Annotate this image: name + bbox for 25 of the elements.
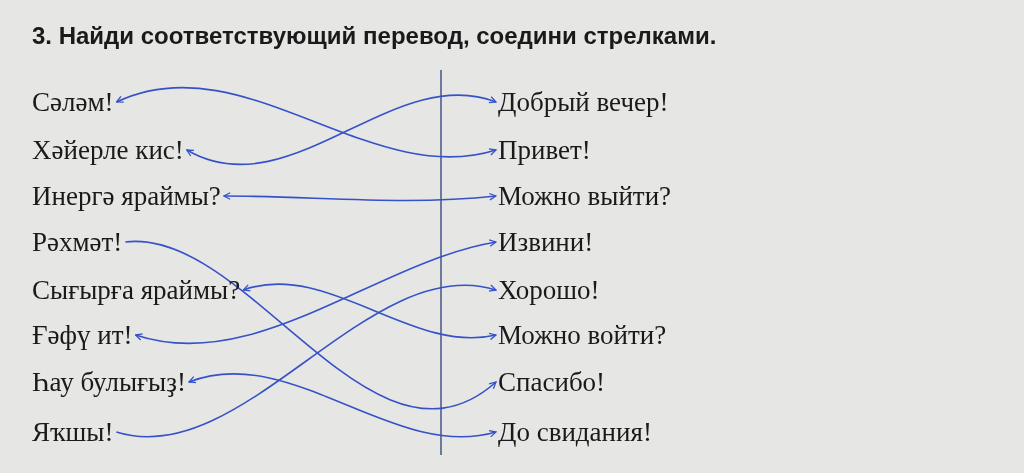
phrase-text: Хәйерле кис! [32, 134, 184, 166]
arrow [186, 94, 497, 166]
arrow [223, 192, 497, 202]
phrase-text: Сәләм! [32, 86, 114, 118]
phrase-text: Рәхмәт! [32, 226, 123, 258]
arrow [115, 86, 497, 158]
translation-text: Хорошо! [498, 274, 600, 306]
translation-text: Добрый вечер! [498, 86, 669, 118]
translation-text: Можно выйти? [498, 180, 672, 212]
arrow [188, 373, 497, 438]
translation-text: До свидания! [498, 416, 652, 448]
exercise-title: 3. Найди соответствующий перевод, соедини стрелками. [32, 22, 717, 50]
phrase-text: Ғәфү ит! [32, 319, 133, 351]
arrow [242, 283, 497, 340]
translation-text: Спасибо! [498, 366, 606, 398]
phrase-text: Яҡшы! [32, 416, 114, 448]
phrase-text: Сығырға яраймы? [32, 274, 241, 306]
translation-text: Привет! [498, 134, 591, 166]
arrow [134, 239, 497, 345]
translation-text: Извини! [498, 226, 594, 258]
arrow [115, 284, 497, 438]
phrase-text: Инергә яраймы? [32, 180, 221, 212]
arrow [124, 241, 497, 410]
phrase-text: Һау булығыҙ! [32, 366, 186, 398]
translation-text: Можно войти? [498, 319, 667, 351]
